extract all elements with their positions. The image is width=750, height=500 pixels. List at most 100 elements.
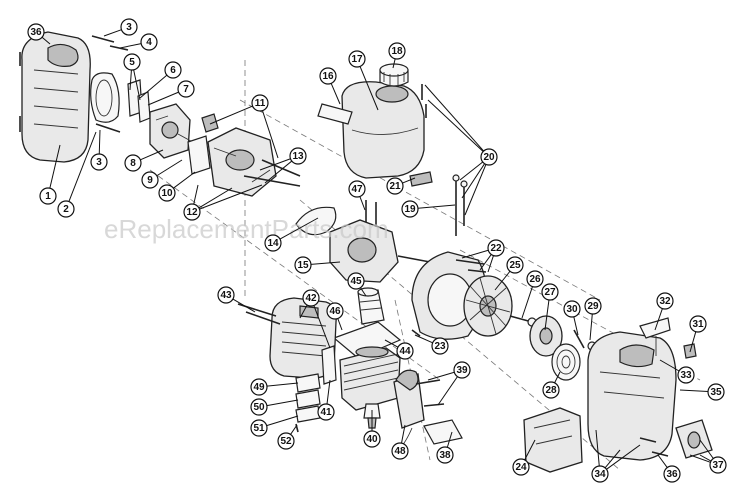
callout-16: 16 <box>319 67 341 105</box>
muffler-plates <box>295 345 337 433</box>
leader-line <box>279 217 319 240</box>
leader-line <box>606 444 641 470</box>
callout-14: 14 <box>264 217 319 252</box>
leader-line <box>573 316 579 336</box>
callout-39: 39 <box>427 361 471 406</box>
callout-circle <box>317 403 335 421</box>
callout-34: 34 <box>591 429 641 483</box>
leader-line <box>198 187 233 209</box>
callout-circle <box>526 270 544 288</box>
leader-line <box>140 149 164 161</box>
callout-circle <box>512 458 530 476</box>
callout-number: 28 <box>545 385 557 396</box>
leader-line <box>98 129 101 155</box>
callout-circle <box>386 177 404 195</box>
callout-45: 45 <box>347 272 367 297</box>
callout-circle <box>541 283 559 301</box>
callout-circle <box>319 67 337 85</box>
callout-circle <box>294 256 312 274</box>
callout-circle <box>348 180 366 198</box>
callout-circle <box>183 203 201 221</box>
leader-line <box>119 43 142 49</box>
leader-line <box>103 29 122 37</box>
callout-9: 9 <box>141 159 183 189</box>
callout-circle <box>347 272 365 290</box>
callout-number: 48 <box>394 446 406 457</box>
callout-circle <box>141 171 159 189</box>
leader-line <box>424 84 485 152</box>
callout-24: 24 <box>512 439 536 476</box>
leader-line <box>461 249 489 259</box>
flywheel <box>463 275 513 337</box>
cylinder <box>339 346 401 411</box>
callout-circle <box>277 432 295 450</box>
flywheel-shaft <box>509 315 537 327</box>
callout-circle <box>663 465 681 483</box>
callout-3: 3 <box>90 129 108 171</box>
leader-line <box>313 305 331 349</box>
callout-circle <box>396 342 414 360</box>
callout-13: 13 <box>259 147 307 184</box>
air-filter <box>90 72 120 123</box>
callout-26: 26 <box>521 270 544 319</box>
callout-number: 31 <box>692 319 704 330</box>
callout-circle <box>57 200 75 218</box>
fuel-tank <box>341 81 425 179</box>
leader-line <box>417 204 456 209</box>
callout-36: 36 <box>27 23 51 45</box>
callout-circle <box>480 148 498 166</box>
callout-number: 41 <box>320 407 332 418</box>
callout-number: 37 <box>712 460 724 471</box>
leader-line <box>49 144 61 189</box>
callout-number: 6 <box>170 65 176 76</box>
tank-screws <box>421 84 468 236</box>
leader-line <box>699 439 714 459</box>
leader-line <box>41 36 51 45</box>
callout-number: 49 <box>253 382 265 393</box>
callout-32: 32 <box>654 292 674 331</box>
callout-number: 25 <box>509 260 521 271</box>
leader-line <box>427 99 484 152</box>
callout-circle <box>120 18 138 36</box>
leader-line <box>326 379 331 405</box>
callout-circle <box>506 256 524 274</box>
leader-line <box>139 74 168 99</box>
leader-line <box>595 429 600 467</box>
callout-8: 8 <box>124 149 164 172</box>
ground-plate <box>415 379 463 445</box>
leader-line <box>359 196 366 211</box>
callout-6: 6 <box>139 61 182 99</box>
callout-circle <box>453 361 471 379</box>
callout-circle <box>250 419 268 437</box>
callout-circle <box>709 456 727 474</box>
callout-circle <box>264 234 282 252</box>
air-filter-cover <box>21 31 91 163</box>
leader-line <box>330 83 341 105</box>
leader-line <box>384 339 399 348</box>
leader-line <box>689 454 711 463</box>
callout-number: 9 <box>147 175 153 186</box>
callout-circle <box>90 153 108 171</box>
fuel-grommet <box>409 171 433 187</box>
callout-circle <box>140 33 158 51</box>
callout-number: 47 <box>351 184 363 195</box>
callout-number: 3 <box>96 157 102 168</box>
callout-44: 44 <box>384 339 414 360</box>
callout-11: 11 <box>209 94 279 159</box>
callout-number: 13 <box>292 151 304 162</box>
leader-line <box>199 184 263 210</box>
callout-37: 37 <box>689 439 727 474</box>
callout-12: 12 <box>183 184 263 221</box>
callout-number: 44 <box>399 346 411 357</box>
callout-number: 4 <box>146 37 152 48</box>
callout-number: 11 <box>255 98 266 109</box>
callout-number: 26 <box>529 274 541 285</box>
leader-line <box>479 254 492 271</box>
callout-circle <box>302 289 320 307</box>
callout-number: 27 <box>544 287 556 298</box>
rewind-spring <box>551 343 581 381</box>
callout-circle <box>27 23 45 41</box>
callout-1: 1 <box>39 144 61 205</box>
